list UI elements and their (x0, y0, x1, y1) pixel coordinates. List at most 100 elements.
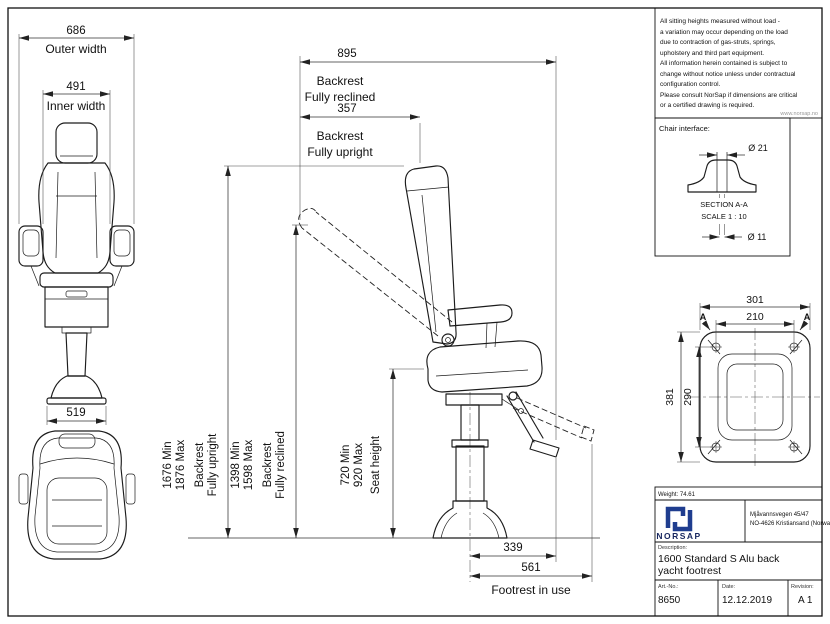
plate-height-outer-value: 381 (664, 388, 676, 406)
bolt-holes (710, 341, 800, 453)
dim-base-width: 519 (46, 406, 107, 425)
interface-section-view (687, 152, 757, 193)
headrest-front (55, 122, 98, 164)
armrest-side (447, 304, 513, 327)
armrest-right (109, 225, 135, 267)
front-view: 686 Outer width 491 Inner width 519 (18, 25, 135, 425)
notes-panel: All sitting heights measured without loa… (654, 7, 823, 119)
note-line: or a certified drawing is required. (660, 102, 754, 109)
top-view-outline (27, 430, 127, 560)
plate-width-inner-value: 210 (746, 311, 764, 323)
logo-mark-part (665, 506, 686, 528)
height-reclined-min: 1398 Min (230, 441, 242, 488)
description-line-1: 1600 Standard S Alu back (658, 553, 780, 565)
upright-depth-value: 357 (337, 103, 356, 115)
height-reclined-max: 1598 Max (243, 440, 255, 491)
note-line: All information herein contained is subj… (660, 60, 788, 67)
armrest-right-top-view (125, 473, 136, 505)
address-line-1: Mjåvannsvegen 45/47 (750, 511, 809, 518)
footrest-in-use-phantom (512, 397, 595, 442)
dim-plate-height-inner: 290 (682, 346, 711, 448)
recline-pivot (441, 333, 455, 347)
description-label: Description: (658, 545, 688, 551)
pedestal-flare-side (432, 500, 508, 539)
norsap-logo (665, 506, 693, 532)
headrest-top-view (58, 433, 96, 449)
height-upright-max: 1876 Max (175, 440, 187, 491)
dim-backrest-reclined-depth: 895 Backrest Fully reclined (299, 48, 557, 562)
dim-height-upright: 1676 Min 1876 Max Backrest Fully upright (162, 165, 404, 538)
pedestal-flare-front (50, 375, 103, 399)
revision-label: Revision: (791, 584, 814, 590)
outer-width-label: Outer width (45, 42, 106, 56)
adjust-lever (518, 408, 524, 414)
section-marker-left: A (700, 312, 711, 331)
armrest-left-top-view (18, 473, 29, 505)
svg-text:A: A (700, 312, 707, 322)
title-block-border (654, 486, 823, 617)
dim-seat-height: 720 Min 920 Max Seat height (340, 368, 424, 538)
pedestal-column-front (65, 332, 88, 377)
outer-width-value: 686 (66, 25, 85, 37)
reclined-depth-value: 895 (337, 48, 356, 60)
height-reclined-label-1: Backrest (262, 442, 274, 488)
height-upright-label-1: Backrest (194, 442, 206, 488)
seat-height-label: Seat height (370, 435, 382, 494)
title-block: Weight: 74.61 NORSAP Mjåvannsvegen 45/47… (654, 486, 830, 617)
address-line-2: NO-4626 Kristiansand (Norway) (750, 521, 830, 527)
reclined-depth-label-1: Backrest (317, 74, 364, 88)
dia-11-value: Ø 11 (748, 232, 767, 242)
inner-width-value: 491 (66, 81, 85, 93)
dim-plate-width-outer: 301 (699, 294, 811, 330)
dim-plate-width-inner: 210 (715, 311, 795, 341)
seat-cushion-front (39, 272, 114, 288)
seat-cushion-side (426, 340, 543, 393)
dia-11-dim: Ø 11 (702, 194, 766, 242)
seat-base-front (44, 286, 109, 328)
reclined-depth-label-2: Fully reclined (305, 90, 376, 104)
dim-backrest-upright-depth: 357 Backrest Fully upright (300, 103, 421, 163)
revision-value: A 1 (798, 595, 813, 606)
seat-height-max: 920 Max (353, 443, 365, 487)
sheet-border (7, 7, 823, 617)
date-value: 12.12.2019 (722, 595, 772, 606)
logo-mark-part (672, 510, 693, 532)
interface-panel: Chair interface: Ø 21 SECTION A-A SCALE … (654, 117, 791, 257)
backrest-front (38, 162, 115, 274)
svg-text:A: A (804, 312, 811, 322)
base-plate-inner-detail (726, 363, 784, 431)
dia-21-dim: Ø 21 (699, 143, 768, 158)
footrest-in-use-label: Footrest in use (491, 583, 571, 597)
website-note: www.norsap.no (779, 111, 818, 117)
footrest-in-use-value: 561 (521, 562, 540, 574)
base-plate-inner (717, 353, 793, 441)
date-label: Date: (722, 584, 736, 590)
seat-cushion-top-view (46, 477, 108, 545)
interface-box (654, 117, 791, 257)
armrest-left (18, 225, 44, 267)
dim-footrest-in-use: 561 Footrest in use (470, 444, 593, 597)
top-view (18, 430, 136, 560)
note-line: upholstery and third part equipment. (660, 50, 764, 57)
note-line: due to contraction of gas-struts, spring… (660, 39, 776, 46)
note-line: a variation may occur depending on the l… (660, 29, 788, 36)
art-no-value: 8650 (658, 595, 681, 606)
plate-height-inner-value: 290 (682, 388, 694, 406)
dim-footrest-offset: 339 (470, 542, 556, 559)
upright-depth-label-2: Fully upright (307, 145, 373, 159)
base-plate-view: 301 210 381 290 A A (664, 294, 820, 468)
note-line: configuration control. (660, 81, 721, 88)
base-width-value: 519 (66, 407, 85, 419)
height-upright-label-2: Fully upright (207, 433, 219, 496)
inner-width-label: Inner width (47, 99, 106, 113)
note-line: Please consult NorSap if dimensions are … (660, 92, 798, 99)
interface-title: Chair interface: (659, 124, 710, 133)
dia-21-value: Ø 21 (748, 143, 768, 153)
footrest-offset-value: 339 (503, 542, 522, 554)
seat-height-min: 720 Min (340, 445, 352, 486)
weight-value: Weight: 74.61 (658, 492, 696, 498)
dim-height-reclined: 1398 Min 1598 Max Backrest Fully recline… (230, 224, 308, 538)
section-label: SECTION A-A (700, 200, 748, 209)
